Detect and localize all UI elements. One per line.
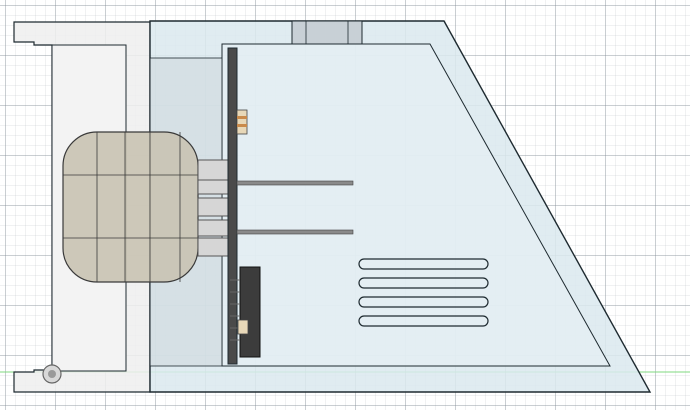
top-notch[interactable] [291, 20, 363, 45]
origin-icon[interactable] [42, 364, 62, 384]
transformer[interactable] [62, 131, 199, 283]
vent-slot-1[interactable] [358, 258, 489, 270]
vent-slot-2[interactable] [358, 277, 489, 289]
resistor-bottom[interactable] [237, 319, 249, 335]
resistor-top[interactable] [236, 109, 248, 135]
ic-chip[interactable] [230, 266, 261, 358]
vent-slot-3[interactable] [358, 296, 489, 308]
vent-slots[interactable] [358, 258, 489, 327]
vent-slot-4[interactable] [358, 315, 489, 327]
pin-rods [236, 180, 354, 235]
pcb-board[interactable] [227, 47, 238, 365]
transformer-leads [197, 159, 231, 257]
